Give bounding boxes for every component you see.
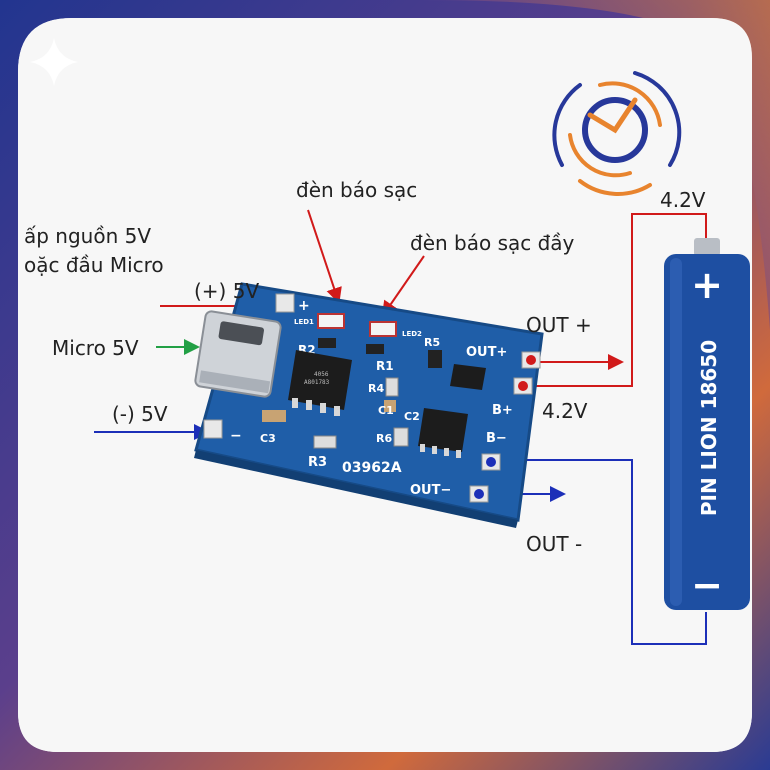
pointer-full-led <box>381 255 425 318</box>
led1 <box>317 313 345 329</box>
label-volt-top: 4.2V <box>660 188 706 212</box>
silk-code: 03962A <box>342 460 402 476</box>
r6-resistor <box>393 427 409 447</box>
silk-r4: R4 <box>368 382 384 395</box>
chip-marking-2: A801783 <box>304 379 330 386</box>
label-out-plus: OUT + <box>526 313 592 337</box>
label-plus-5v: (+) 5V <box>194 279 260 303</box>
r3-resistor <box>313 435 337 449</box>
silk-pad-minus: − <box>230 428 242 444</box>
r4-resistor <box>385 377 399 397</box>
pointer-charging-led <box>307 209 342 304</box>
label-out-minus: OUT - <box>526 532 583 556</box>
label-power-in-1: ấp nguồn 5V <box>24 224 152 248</box>
pad-minus <box>203 419 223 439</box>
r1-resistor <box>366 344 384 354</box>
silk-c1: C1 <box>378 404 394 417</box>
c1-capacitor <box>384 400 396 412</box>
pad-plus <box>275 293 295 313</box>
battery-plus-sign: + <box>691 263 723 307</box>
brand-logo <box>552 71 682 196</box>
micro-usb-port <box>194 310 282 398</box>
silk-led2: LED2 <box>402 330 422 338</box>
label-charging-led: đèn báo sạc <box>296 178 418 202</box>
label-minus-5v: (-) 5V <box>112 402 168 426</box>
small-transistor <box>450 364 486 390</box>
wire-b-plus <box>520 213 707 387</box>
silk-pad-plus: + <box>298 298 310 314</box>
tp4056-board: + − LED1 LED2 R2 R1 R5 R4 R6 R3 C3 C1 C2… <box>194 282 544 528</box>
r2-resistor <box>318 338 336 348</box>
battery-label: PIN LION 18650 <box>697 340 721 516</box>
silk-b-minus: B− <box>486 431 507 446</box>
wire-b-minus <box>488 459 707 645</box>
protection-ic <box>418 408 468 458</box>
led2 <box>369 321 397 337</box>
silk-c2: C2 <box>404 410 420 423</box>
silk-led1: LED1 <box>294 318 314 326</box>
charger-ic: 4056 A801783 <box>288 350 352 416</box>
c3-capacitor <box>262 410 286 422</box>
silk-c3: C3 <box>260 432 276 445</box>
silk-out-plus: OUT+ <box>466 345 507 360</box>
chip-marking-1: 4056 <box>314 371 329 378</box>
battery-18650: + − PIN LION 18650 <box>664 238 750 610</box>
label-power-in-2: oặc đầu Micro <box>24 253 164 277</box>
r5-resistor <box>428 350 442 368</box>
battery-minus-sign: − <box>691 563 723 607</box>
label-volt-mid: 4.2V <box>542 399 588 423</box>
silk-r1: R1 <box>376 359 394 373</box>
silk-r6: R6 <box>376 432 392 445</box>
silk-b-plus: B+ <box>492 403 513 418</box>
silk-r3: R3 <box>308 455 327 470</box>
silk-r5: R5 <box>424 336 440 349</box>
label-full-led: đèn báo sạc đầy <box>410 231 575 255</box>
sparkle-icon <box>30 38 78 86</box>
label-micro-5v: Micro 5V <box>52 336 139 360</box>
silk-out-minus: OUT− <box>410 483 451 498</box>
